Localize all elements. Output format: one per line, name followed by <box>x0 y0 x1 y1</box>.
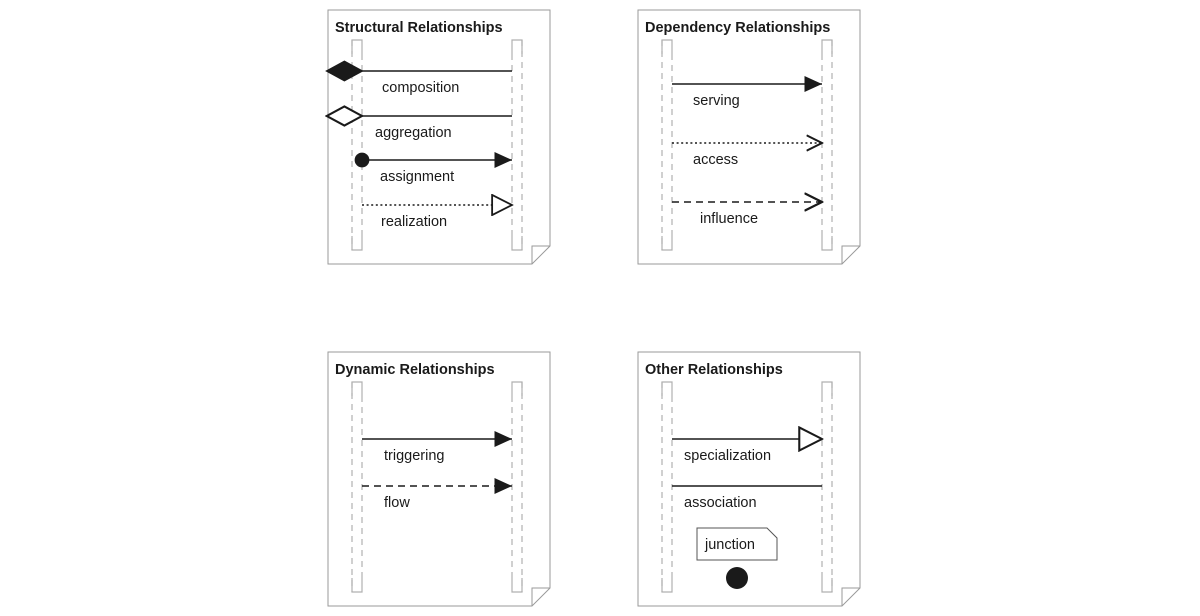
grouping-element <box>661 381 833 593</box>
panel-dependency: Dependency Relationships serving access inf… <box>637 9 861 265</box>
junction-box-label: junction <box>704 537 755 553</box>
panel-title: Dependency Relationships <box>645 20 830 36</box>
relationship-realization[interactable]: realization <box>362 205 512 230</box>
panel-corner-fold <box>841 245 860 264</box>
grouping-element <box>351 381 523 593</box>
group-cap-bottom-left <box>351 578 363 593</box>
relationship-access[interactable]: access <box>672 143 822 168</box>
panel-title: Dynamic Relationships <box>335 362 495 378</box>
group-cap-bottom-left <box>661 578 673 593</box>
group-cap-bottom-right <box>511 236 523 251</box>
group-cap-top-left <box>351 39 363 54</box>
relationship-association[interactable]: association <box>672 485 822 511</box>
relationship-label-specialization: specialization <box>684 448 771 464</box>
group-cap-bottom-right <box>821 578 833 593</box>
panel-corner-fold <box>531 245 550 264</box>
relationship-composition[interactable]: composition <box>362 71 512 96</box>
group-cap-top-left <box>661 381 673 396</box>
relationship-label-influence: influence <box>700 211 758 227</box>
group-cap-top-right <box>821 381 833 396</box>
junction-dot[interactable] <box>726 567 748 589</box>
group-cap-top-right <box>511 381 523 396</box>
relationship-label-assignment: assignment <box>380 169 454 185</box>
relationship-flow[interactable]: flow <box>362 478 512 511</box>
relationship-aggregation[interactable]: aggregation <box>362 116 512 141</box>
relationship-label-composition: composition <box>382 80 459 96</box>
panel-structural: Structural Relationships composition aggre… <box>328 9 551 265</box>
group-cap-bottom-left <box>351 236 363 251</box>
panel-dynamic: Dynamic Relationships triggering flow <box>327 351 551 607</box>
relationship-specialization[interactable]: specialization <box>672 439 822 464</box>
panel-other: Other Relationships specialization associa… <box>637 351 861 607</box>
group-cap-top-right <box>821 39 833 54</box>
panel-border <box>637 351 861 607</box>
group-cap-bottom-left <box>661 236 673 251</box>
relationship-serving[interactable]: serving <box>672 76 822 109</box>
group-cap-top-right <box>511 39 523 54</box>
panel-corner-fold <box>531 587 550 606</box>
panel-corner-fold <box>841 587 860 606</box>
group-cap-top-left <box>661 39 673 54</box>
relationship-label-triggering: triggering <box>384 448 444 464</box>
panel-title: Structural Relationships <box>335 20 503 36</box>
relationship-label-flow: flow <box>384 495 410 511</box>
group-cap-top-left <box>351 381 363 396</box>
relationship-triggering[interactable]: triggering <box>362 431 512 464</box>
relationship-label-aggregation: aggregation <box>375 125 452 141</box>
junction-box[interactable] <box>696 527 778 561</box>
panel-title: Other Relationships <box>645 362 783 378</box>
panel-border <box>327 351 551 607</box>
relationship-label-association: association <box>684 495 757 511</box>
group-cap-bottom-right <box>511 578 523 593</box>
relationship-label-access: access <box>693 152 738 168</box>
relationship-label-serving: serving <box>693 93 740 109</box>
relationship-assignment[interactable]: assignment <box>354 152 512 185</box>
relationship-label-realization: realization <box>381 214 447 230</box>
group-cap-bottom-right <box>821 236 833 251</box>
relationship-influence[interactable]: influence <box>672 202 822 227</box>
